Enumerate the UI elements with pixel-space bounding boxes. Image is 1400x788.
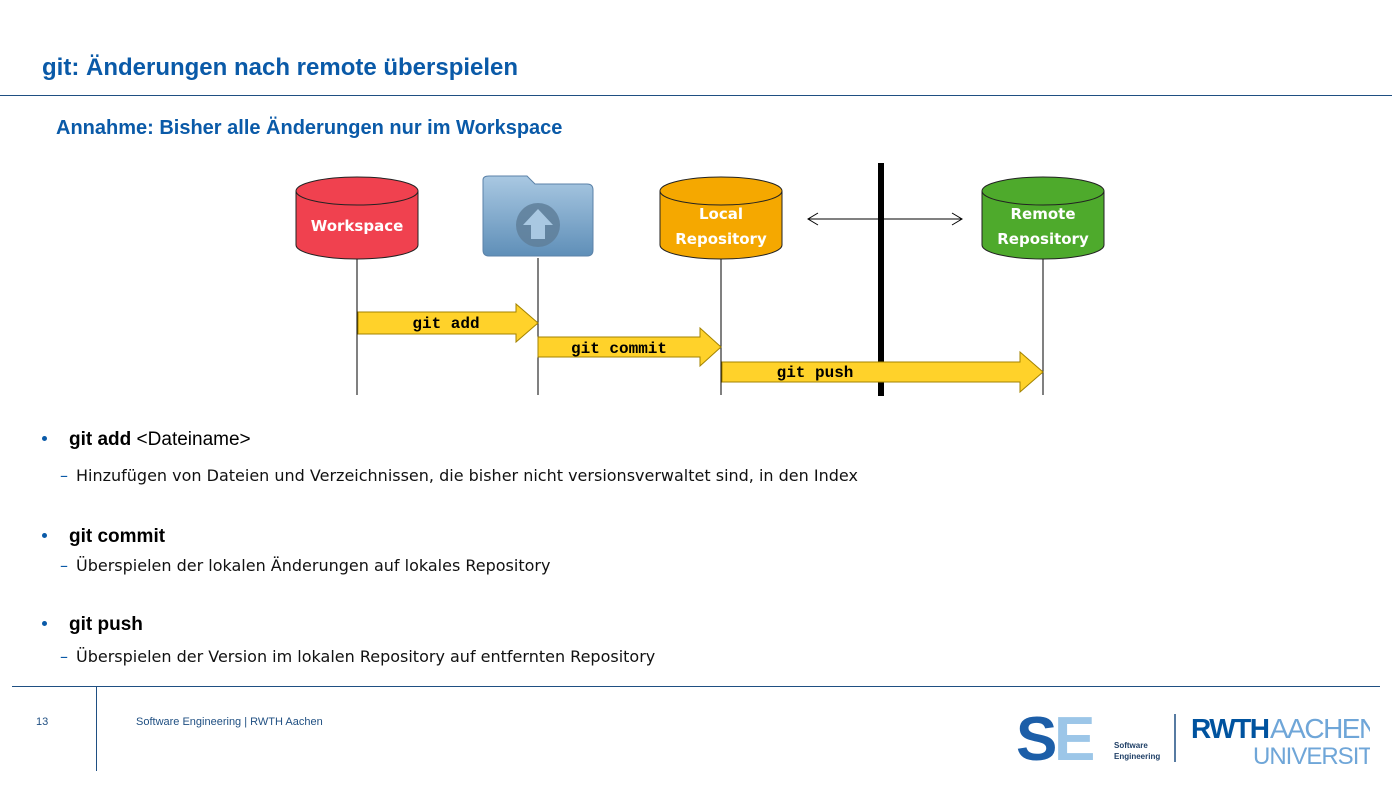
se-logo-s: S xyxy=(1016,706,1055,770)
workspace-top xyxy=(295,176,419,206)
remote-repo-label-line1: Remote xyxy=(1010,205,1075,223)
remote-repository-cylinder: Remote Repository xyxy=(981,176,1105,260)
slide-title: git: Änderungen nach remote überspielen xyxy=(42,54,519,81)
bullet-command: git add xyxy=(69,429,132,450)
folder-upload-icon xyxy=(482,175,594,257)
se-logo-e: E xyxy=(1054,706,1093,770)
footer-divider xyxy=(12,686,1380,687)
workspace-cylinder: Workspace xyxy=(295,176,419,260)
footer-logos: S E Software Engineering RWTH AACHEN UNI… xyxy=(1016,706,1370,770)
git-add-arrow: git add xyxy=(357,302,539,344)
bullet-description: –Hinzufügen von Dateien und Verzeichniss… xyxy=(60,466,858,485)
git-workflow-diagram: Workspace Local Repository Remote Reposi… xyxy=(295,163,1105,396)
local-repo-body xyxy=(659,190,783,260)
git-add-label: git add xyxy=(412,315,479,333)
git-commit-arrow: git commit xyxy=(537,326,722,368)
se-logo: S E Software Engineering xyxy=(1016,706,1160,770)
bullet-command: git push xyxy=(69,614,143,635)
git-push-arrow: git push xyxy=(721,350,1044,394)
local-repository-cylinder: Local Repository xyxy=(659,176,783,260)
page-number: 13 xyxy=(36,716,49,728)
rwth-logo: RWTH AACHEN UNIVERSITY xyxy=(1191,713,1370,770)
slide-subtitle: Annahme: Bisher alle Änderungen nur im W… xyxy=(56,117,563,139)
rwth-logo-part2: AACHEN xyxy=(1270,713,1370,744)
remote-repo-top xyxy=(981,176,1105,206)
title-divider xyxy=(0,95,1392,96)
rwth-logo-line2: UNIVERSITY xyxy=(1253,743,1370,770)
remote-repo-label-line2: Repository xyxy=(997,230,1089,248)
remote-repo-body xyxy=(981,190,1105,260)
se-logo-line2: Engineering xyxy=(1114,752,1160,761)
sync-double-arrow xyxy=(807,212,963,226)
bullet-description: –Überspielen der lokalen Änderungen auf … xyxy=(60,556,551,575)
network-separator xyxy=(878,163,884,396)
workspace-body xyxy=(295,190,419,260)
bullet-dot xyxy=(42,533,47,538)
rwth-logo-part1: RWTH xyxy=(1191,713,1269,744)
bullet-dot xyxy=(42,436,47,441)
footer-vertical-divider xyxy=(96,686,97,771)
bullet-command: git commit xyxy=(69,526,166,547)
local-repo-label-line1: Local xyxy=(699,205,743,223)
bullet-argument: <Dateiname> xyxy=(131,429,251,450)
bullet-dot xyxy=(42,621,47,626)
git-commit-label: git commit xyxy=(571,340,667,358)
se-logo-line1: Software xyxy=(1114,741,1148,750)
local-repo-top xyxy=(659,176,783,206)
bullet-description: –Überspielen der Version im lokalen Repo… xyxy=(60,647,656,666)
footer-text: Software Engineering | RWTH Aachen xyxy=(136,716,323,728)
git-push-label: git push xyxy=(777,364,854,382)
local-repo-label-line2: Repository xyxy=(675,230,767,248)
workspace-label: Workspace xyxy=(311,217,404,235)
